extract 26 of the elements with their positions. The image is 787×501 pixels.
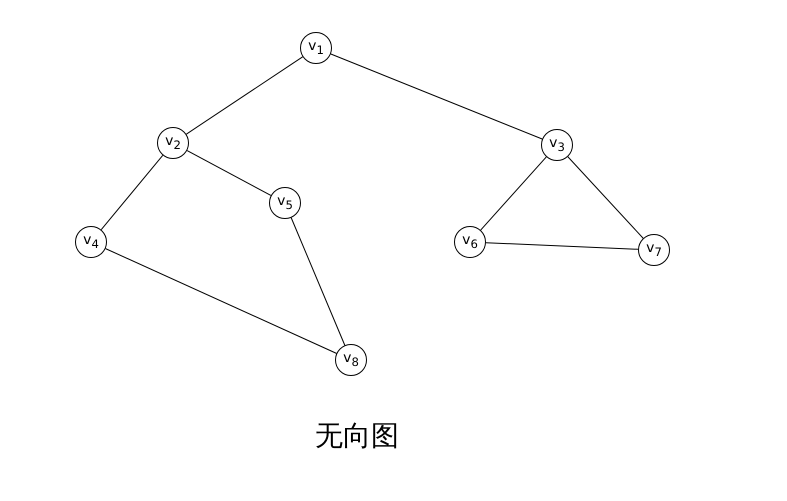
- vertex-label: v$_{5}$: [277, 194, 293, 212]
- edge-line: [567, 156, 644, 239]
- vertex-label: v$_{4}$: [83, 233, 99, 251]
- edge-line: [186, 150, 272, 196]
- vertex-label: v$_{3}$: [549, 136, 565, 154]
- vertex-label: v$_{2}$: [165, 134, 181, 152]
- vertex-circle: [157, 127, 189, 159]
- edge-line: [485, 242, 639, 250]
- edge-line: [330, 53, 543, 140]
- vertex-label: v$_{8}$: [343, 351, 359, 369]
- vertex-circle: [335, 344, 367, 376]
- caption: 无向图: [314, 418, 400, 454]
- vertex-circle: [75, 226, 107, 258]
- vertex-label: v$_{6}$: [462, 233, 478, 251]
- vertex-circle: [269, 187, 301, 219]
- edge-line: [186, 56, 304, 135]
- vertex-label: v$_{7}$: [646, 241, 662, 259]
- vertex-circle: [638, 234, 670, 266]
- edge-line: [480, 156, 547, 231]
- vertex-circle: [300, 32, 332, 64]
- vertex-circle: [541, 129, 573, 161]
- edge-line: [290, 217, 346, 346]
- edge-line: [100, 154, 164, 230]
- edge-line: [105, 248, 337, 354]
- vertex-circle: [454, 226, 486, 258]
- vertex-label: v$_{1}$: [308, 39, 324, 57]
